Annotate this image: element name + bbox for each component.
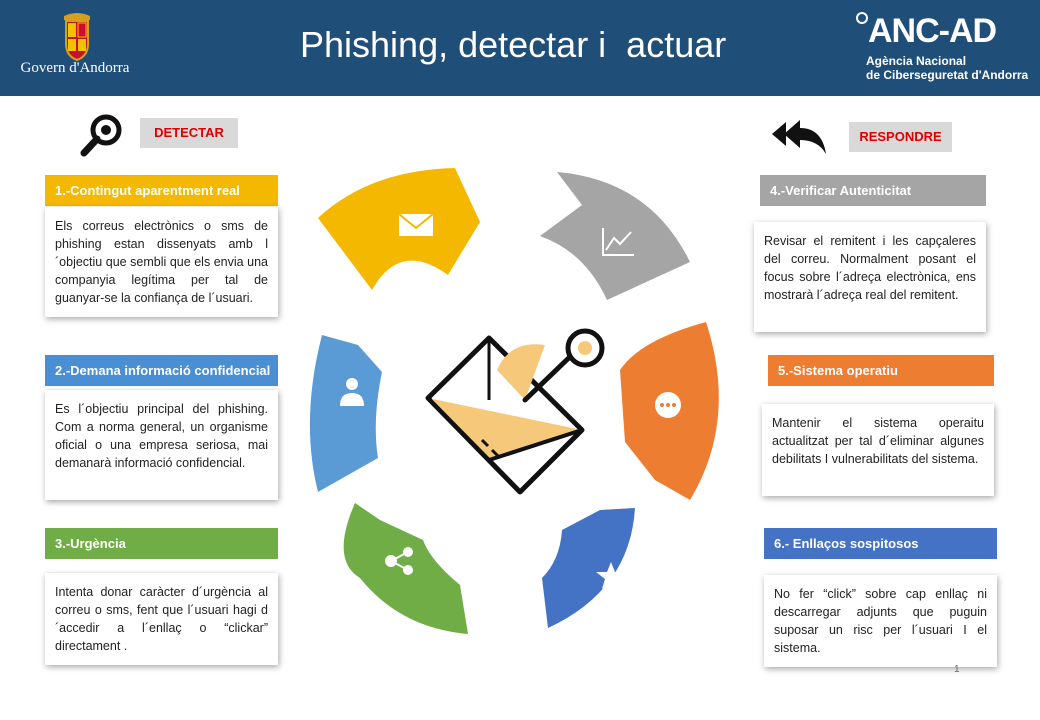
magnifier-icon bbox=[80, 114, 122, 157]
section-6-title: 6.- Enllaços sospitosos bbox=[764, 528, 997, 559]
chat-bubble-icon bbox=[655, 392, 681, 418]
chart-line-icon bbox=[602, 228, 634, 256]
section-4-text: Revisar el remitent i les capçaleres del… bbox=[754, 222, 986, 332]
detect-tag: DETECTAR bbox=[140, 118, 238, 148]
segment-blue bbox=[542, 508, 635, 628]
segment-gray bbox=[540, 172, 690, 300]
section-6-text: No fer “click” sobre cap enllaç ni desca… bbox=[764, 575, 997, 667]
agency-line-2: de Ciberseguretat d'Andorra bbox=[866, 68, 1029, 82]
reply-all-icon bbox=[772, 120, 826, 154]
page-number: 1 bbox=[954, 664, 960, 675]
envelope-icon bbox=[398, 213, 434, 236]
section-3-text: Intenta donar caràcter d´urgència al cor… bbox=[45, 573, 278, 665]
section-5-text: Mantenir el sistema operaitu actualitzat… bbox=[762, 404, 994, 496]
section-3-title: 3.-Urgència bbox=[45, 528, 278, 559]
agency-name: Agència Nacional de Ciberseguretat d'And… bbox=[866, 54, 1036, 82]
section-2-title: 2.-Demana informació confidencial bbox=[45, 355, 278, 386]
government-name: Govern d'Andorra bbox=[20, 60, 130, 76]
section-4-title: 4.-Verificar Autenticitat bbox=[760, 175, 986, 206]
section-1-text: Els correus electrònics o sms de phishin… bbox=[45, 207, 278, 317]
agency-line-1: Agència Nacional bbox=[866, 54, 967, 68]
share-icon bbox=[385, 547, 413, 575]
phishing-envelope-hook-icon bbox=[425, 328, 605, 495]
anc-ad-logo-text: ANC-AD bbox=[868, 12, 997, 50]
page-title: Phishing, detectar i actuar bbox=[300, 24, 727, 65]
star-icon bbox=[596, 562, 626, 589]
section-2-text: Es l´objectiu principal del phishing. Co… bbox=[45, 390, 278, 500]
section-5-title: 5.-Sistema operatiu bbox=[768, 355, 994, 386]
andorra-coat-of-arms-icon bbox=[64, 13, 90, 62]
respond-tag: RESPONDRE bbox=[849, 122, 952, 152]
header-bar: Govern d'Andorra Phishing, detectar i ac… bbox=[0, 0, 1040, 96]
phishing-cycle-diagram bbox=[309, 168, 719, 634]
anc-ad-logo-icon bbox=[856, 12, 868, 24]
segment-lightblue bbox=[309, 335, 382, 492]
section-1-title: 1.-Contingut aparentment real bbox=[45, 175, 278, 206]
user-icon bbox=[340, 378, 364, 406]
